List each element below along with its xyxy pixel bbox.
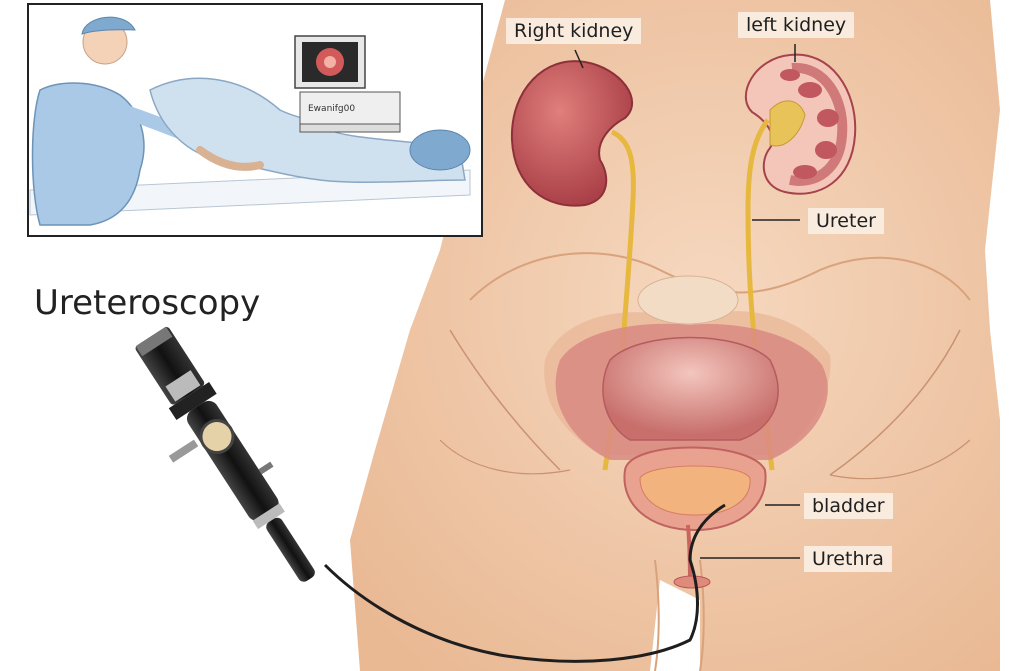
- label-urethra: Urethra: [804, 546, 892, 572]
- right-kidney: [510, 60, 634, 207]
- procedure-inset: [27, 3, 483, 237]
- page-title: Ureteroscopy: [34, 283, 261, 323]
- label-ureter: Ureter: [808, 208, 884, 234]
- label-bladder: bladder: [804, 493, 893, 519]
- ureteroscope: [135, 326, 726, 663]
- bladder: [555, 323, 828, 532]
- left-kidney: [744, 53, 857, 195]
- leader-lines: [574, 44, 800, 559]
- doctor: [31, 82, 145, 226]
- monitor-label: Ewanifg00: [308, 104, 356, 114]
- label-left-kidney: left kidney: [738, 12, 855, 38]
- label-right-kidney: Right kidney: [506, 18, 642, 44]
